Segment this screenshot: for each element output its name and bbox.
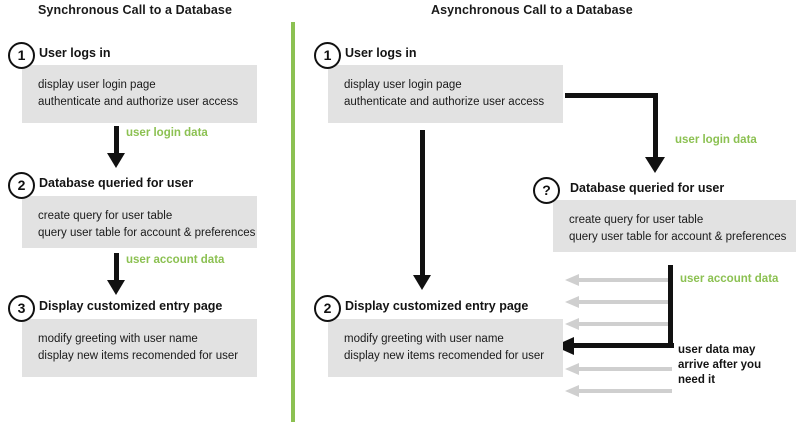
synchronous-panel: Synchronous Call to a Database 1 User lo… bbox=[0, 0, 292, 422]
step-heading-2: Display customized entry page bbox=[345, 299, 529, 313]
arrow-head-icon bbox=[565, 318, 579, 330]
return-arrow-gray bbox=[565, 296, 672, 308]
arrow-shaft bbox=[419, 130, 425, 275]
step-body-line: modify greeting with user name bbox=[344, 333, 504, 345]
return-arrow-gray bbox=[565, 274, 672, 286]
async-delay-note: user data may arrive after you need it bbox=[678, 344, 762, 386]
return-trunk bbox=[668, 265, 674, 345]
return-arrow-active bbox=[554, 337, 674, 355]
elbow-horizontal-segment bbox=[565, 93, 658, 98]
step-heading-database: Database queried for user bbox=[570, 181, 725, 195]
step-body-3: modify greeting with user name display n… bbox=[22, 319, 257, 377]
arrow-head-icon bbox=[565, 385, 579, 397]
elbow-vertical-segment bbox=[668, 265, 673, 344]
arrow-head-icon bbox=[565, 274, 579, 286]
step-body-line: authenticate and authorize user access bbox=[344, 96, 545, 108]
arrow-head-icon bbox=[107, 280, 125, 295]
arrow-shaft bbox=[577, 322, 672, 326]
return-arrow-gray bbox=[565, 385, 672, 397]
panel-divider bbox=[291, 22, 295, 422]
step-marker-1: 1 bbox=[314, 42, 341, 69]
arrow-shaft bbox=[572, 343, 674, 348]
arrow-shaft bbox=[577, 278, 672, 282]
step-body-line: display user login page bbox=[38, 79, 156, 91]
right-arrow-label-account-data: user account data bbox=[680, 273, 779, 285]
left-panel-title: Synchronous Call to a Database bbox=[38, 3, 233, 17]
elbow-vertical-segment bbox=[653, 93, 658, 159]
step-marker-1: 1 bbox=[8, 42, 35, 69]
asynchronous-panel: Asynchronous Call to a Database 1 User l… bbox=[292, 0, 800, 422]
step-heading-1: User logs in bbox=[345, 46, 417, 60]
step-marker-3: 3 bbox=[8, 295, 35, 322]
arrow-head-icon bbox=[107, 153, 125, 168]
left-arrow-label-account-data: user account data bbox=[126, 254, 225, 266]
step-body-1: display user login page authenticate and… bbox=[328, 65, 563, 123]
return-arrow-gray bbox=[565, 363, 672, 375]
step-body-2: create query for user table query user t… bbox=[22, 196, 257, 248]
step-body-line: display new items recomended for user bbox=[38, 350, 239, 362]
right-arrow-main-flow bbox=[410, 130, 434, 290]
step-body-line: authenticate and authorize user access bbox=[38, 96, 239, 108]
arrow-shaft bbox=[113, 253, 119, 280]
left-arrow-account-data bbox=[104, 253, 128, 295]
step-body-line: query user table for account & preferenc… bbox=[569, 231, 787, 243]
arrow-head-icon bbox=[413, 275, 431, 290]
arrow-shaft bbox=[577, 367, 672, 371]
step-body-line: create query for user table bbox=[569, 214, 704, 226]
left-arrow-label-login-data: user login data bbox=[126, 127, 208, 139]
arrow-shaft bbox=[113, 126, 119, 153]
arrow-head-icon bbox=[565, 296, 579, 308]
arrow-shaft bbox=[577, 389, 672, 393]
step-body-line: display new items recomended for user bbox=[344, 350, 545, 362]
right-panel-title: Asynchronous Call to a Database bbox=[431, 3, 633, 17]
right-elbow-to-database bbox=[565, 93, 675, 183]
step-marker-2: 2 bbox=[8, 172, 35, 199]
step-heading-1: User logs in bbox=[39, 46, 111, 60]
step-body-line: modify greeting with user name bbox=[38, 333, 198, 345]
step-body-1: display user login page authenticate and… bbox=[22, 65, 257, 123]
right-arrow-label-login-data: user login data bbox=[675, 134, 757, 146]
step-marker-unknown: ? bbox=[533, 177, 560, 204]
arrow-head-icon bbox=[565, 363, 579, 375]
arrow-head-icon bbox=[645, 157, 665, 173]
step-heading-2: Database queried for user bbox=[39, 176, 194, 190]
step-body-line: display user login page bbox=[344, 79, 462, 91]
left-arrow-login-data bbox=[104, 126, 128, 168]
return-arrow-gray bbox=[565, 318, 672, 330]
step-body-line: query user table for account & preferenc… bbox=[38, 227, 256, 239]
step-body-2: modify greeting with user name display n… bbox=[328, 319, 563, 377]
step-heading-3: Display customized entry page bbox=[39, 299, 223, 313]
step-marker-2: 2 bbox=[314, 295, 341, 322]
arrow-shaft bbox=[577, 300, 672, 304]
step-body-line: create query for user table bbox=[38, 210, 173, 222]
step-body-database: create query for user table query user t… bbox=[553, 200, 796, 252]
